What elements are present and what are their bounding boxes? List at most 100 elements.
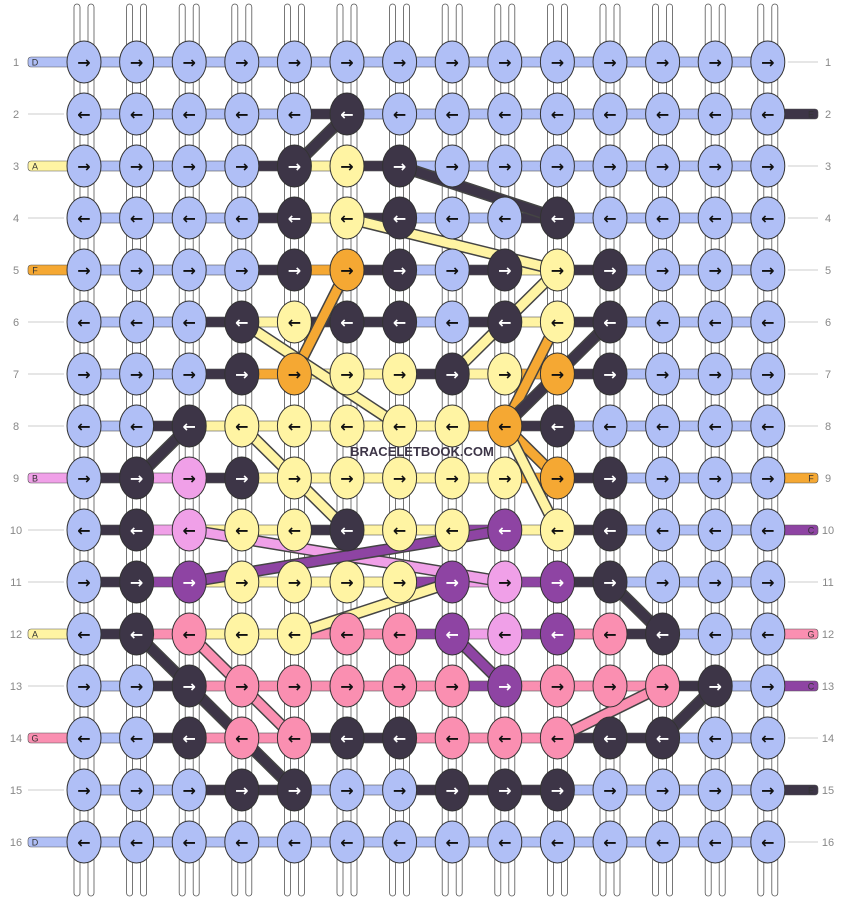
knot[interactable]: → bbox=[539, 456, 575, 500]
knot[interactable]: → bbox=[329, 456, 365, 500]
knot[interactable]: → bbox=[329, 144, 365, 188]
knot[interactable]: ← bbox=[539, 716, 575, 760]
knot[interactable]: ← bbox=[697, 716, 733, 760]
knot[interactable]: ← bbox=[592, 820, 628, 864]
knot[interactable]: → bbox=[224, 248, 260, 292]
knot[interactable]: → bbox=[382, 560, 418, 604]
knot[interactable]: ← bbox=[539, 820, 575, 864]
knot[interactable]: → bbox=[119, 352, 155, 396]
knot[interactable]: ← bbox=[66, 612, 102, 656]
knot[interactable]: ← bbox=[224, 196, 260, 240]
knot[interactable]: ← bbox=[66, 508, 102, 552]
knot[interactable]: ← bbox=[224, 300, 260, 344]
knot[interactable]: ← bbox=[66, 196, 102, 240]
knot[interactable]: → bbox=[750, 768, 786, 812]
knot[interactable]: → bbox=[119, 664, 155, 708]
knot[interactable]: ← bbox=[276, 820, 312, 864]
knot[interactable]: → bbox=[487, 664, 523, 708]
knot[interactable]: ← bbox=[224, 508, 260, 552]
knot[interactable]: ← bbox=[329, 716, 365, 760]
knot[interactable]: → bbox=[645, 664, 681, 708]
knot[interactable]: → bbox=[171, 352, 207, 396]
knot[interactable]: ← bbox=[645, 404, 681, 448]
knot[interactable]: → bbox=[276, 144, 312, 188]
knot[interactable]: ← bbox=[539, 612, 575, 656]
knot[interactable]: ← bbox=[697, 508, 733, 552]
knot[interactable]: → bbox=[539, 144, 575, 188]
knot[interactable]: → bbox=[750, 560, 786, 604]
knot[interactable]: ← bbox=[329, 508, 365, 552]
knot[interactable]: → bbox=[66, 144, 102, 188]
knot[interactable]: → bbox=[276, 40, 312, 84]
knot[interactable]: ← bbox=[224, 716, 260, 760]
knot[interactable]: → bbox=[66, 40, 102, 84]
knot[interactable]: ← bbox=[750, 612, 786, 656]
knot[interactable]: ← bbox=[276, 300, 312, 344]
knot[interactable]: ← bbox=[119, 404, 155, 448]
knot[interactable]: ← bbox=[119, 508, 155, 552]
knot[interactable]: ← bbox=[645, 820, 681, 864]
knot[interactable]: ← bbox=[329, 196, 365, 240]
knot[interactable]: → bbox=[434, 768, 470, 812]
knot[interactable]: → bbox=[645, 144, 681, 188]
knot[interactable]: ← bbox=[171, 716, 207, 760]
knot[interactable]: → bbox=[171, 248, 207, 292]
knot[interactable]: → bbox=[66, 664, 102, 708]
knot[interactable]: → bbox=[434, 352, 470, 396]
knot[interactable]: → bbox=[697, 768, 733, 812]
knot[interactable]: ← bbox=[487, 196, 523, 240]
knot[interactable]: → bbox=[382, 248, 418, 292]
knot[interactable]: ← bbox=[697, 300, 733, 344]
knot[interactable]: ← bbox=[750, 716, 786, 760]
knot[interactable]: ← bbox=[645, 612, 681, 656]
knot[interactable]: ← bbox=[382, 300, 418, 344]
knot[interactable]: → bbox=[697, 456, 733, 500]
knot[interactable]: ← bbox=[382, 716, 418, 760]
knot[interactable]: ← bbox=[592, 92, 628, 136]
knot[interactable]: ← bbox=[276, 716, 312, 760]
knot[interactable]: → bbox=[382, 144, 418, 188]
knot[interactable]: ← bbox=[539, 196, 575, 240]
knot[interactable]: ← bbox=[697, 820, 733, 864]
knot[interactable]: → bbox=[645, 248, 681, 292]
knot[interactable]: ← bbox=[434, 196, 470, 240]
knot[interactable]: → bbox=[434, 560, 470, 604]
knot[interactable]: ← bbox=[645, 716, 681, 760]
knot[interactable]: ← bbox=[171, 92, 207, 136]
knot[interactable]: ← bbox=[697, 612, 733, 656]
knot[interactable]: ← bbox=[434, 508, 470, 552]
knot[interactable]: → bbox=[224, 40, 260, 84]
knot[interactable]: → bbox=[382, 456, 418, 500]
knot[interactable]: ← bbox=[66, 92, 102, 136]
knot[interactable]: → bbox=[697, 664, 733, 708]
knot[interactable]: ← bbox=[645, 196, 681, 240]
knot[interactable]: → bbox=[224, 560, 260, 604]
knot[interactable]: → bbox=[697, 144, 733, 188]
knot[interactable]: → bbox=[382, 40, 418, 84]
knot[interactable]: ← bbox=[434, 92, 470, 136]
knot[interactable]: → bbox=[750, 456, 786, 500]
knot[interactable]: ← bbox=[750, 820, 786, 864]
knot[interactable]: ← bbox=[276, 196, 312, 240]
knot[interactable]: → bbox=[487, 560, 523, 604]
knot[interactable]: → bbox=[119, 560, 155, 604]
knot[interactable]: ← bbox=[224, 612, 260, 656]
knot[interactable]: → bbox=[171, 768, 207, 812]
knot[interactable]: → bbox=[224, 768, 260, 812]
knot[interactable]: ← bbox=[119, 716, 155, 760]
knot[interactable]: ← bbox=[171, 508, 207, 552]
knot[interactable]: ← bbox=[66, 716, 102, 760]
knot[interactable]: → bbox=[487, 768, 523, 812]
knot[interactable]: ← bbox=[750, 196, 786, 240]
knot[interactable]: ← bbox=[119, 820, 155, 864]
knot[interactable]: → bbox=[750, 40, 786, 84]
knot[interactable]: → bbox=[645, 456, 681, 500]
knot[interactable]: → bbox=[171, 456, 207, 500]
knot[interactable]: → bbox=[224, 352, 260, 396]
knot[interactable]: ← bbox=[487, 612, 523, 656]
knot[interactable]: → bbox=[434, 144, 470, 188]
knot[interactable]: ← bbox=[539, 404, 575, 448]
knot[interactable]: → bbox=[539, 768, 575, 812]
knot[interactable]: ← bbox=[224, 404, 260, 448]
knot[interactable]: ← bbox=[329, 404, 365, 448]
